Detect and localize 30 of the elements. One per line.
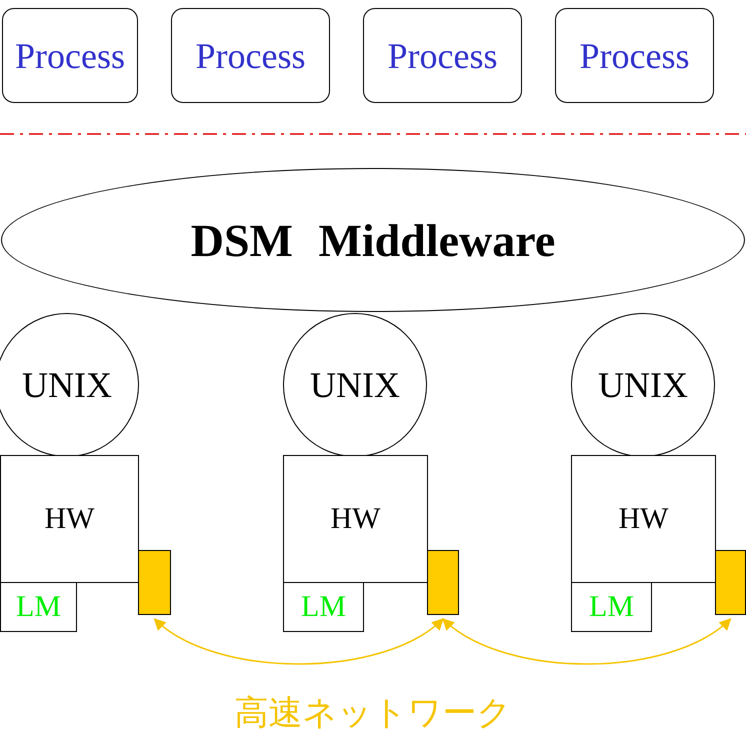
process-label: Process xyxy=(580,34,690,76)
os-label: UNIX xyxy=(598,364,688,406)
os-label: UNIX xyxy=(22,364,112,406)
hardware-box xyxy=(571,455,716,583)
hardware-label: HW xyxy=(618,502,668,536)
memory-box xyxy=(0,582,77,632)
process-label: Process xyxy=(15,34,125,76)
memory-box xyxy=(283,582,364,632)
hardware-box xyxy=(0,455,139,583)
network-interface-box xyxy=(715,550,746,615)
process-label: Process xyxy=(388,34,498,76)
process-box xyxy=(2,8,138,103)
hardware-box xyxy=(283,455,428,583)
memory-label: LM xyxy=(16,590,61,624)
double-arrow xyxy=(442,618,732,665)
middleware-label: DSM Middleware xyxy=(190,214,556,266)
memory-box xyxy=(571,582,652,632)
process-box xyxy=(363,8,522,103)
process-label: Process xyxy=(196,34,306,76)
memory-label: LM xyxy=(301,590,346,624)
process-box xyxy=(555,8,714,103)
hardware-label: HW xyxy=(44,502,94,536)
network-interface-box xyxy=(138,550,171,615)
double-arrow xyxy=(154,618,444,665)
process-box xyxy=(171,8,330,103)
hardware-label: HW xyxy=(330,502,380,536)
os-label: UNIX xyxy=(310,364,400,406)
network-interface-box xyxy=(427,550,459,615)
memory-label: LM xyxy=(589,590,634,624)
network-label: 高速ネットワーク xyxy=(234,692,512,735)
